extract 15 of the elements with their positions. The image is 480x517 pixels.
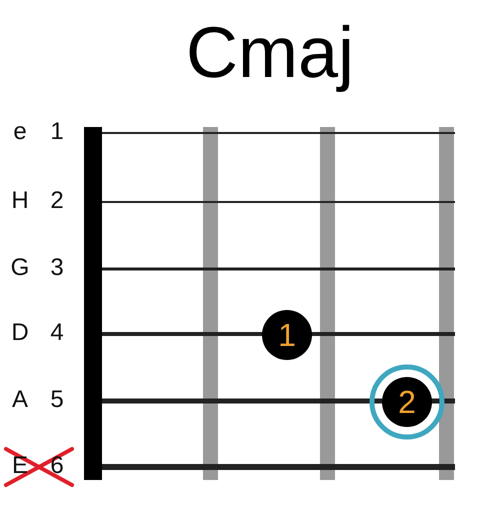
chord-title: Cmaj (184, 12, 355, 95)
string-number: 4 (49, 318, 65, 348)
finger-dot: 1 (262, 310, 312, 360)
string-number: 2 (49, 186, 65, 216)
string-name: H (10, 186, 30, 216)
string-name: G (10, 253, 30, 283)
string-number: 6 (49, 451, 65, 481)
finger-dot: 2 (382, 377, 432, 427)
string-name: E (10, 451, 29, 481)
string-number: 1 (49, 117, 65, 147)
string-number: 5 (49, 385, 65, 415)
string-number: 3 (49, 253, 65, 283)
string-name: e (12, 117, 28, 147)
string-name: D (10, 318, 30, 348)
string-name: A (10, 385, 29, 415)
